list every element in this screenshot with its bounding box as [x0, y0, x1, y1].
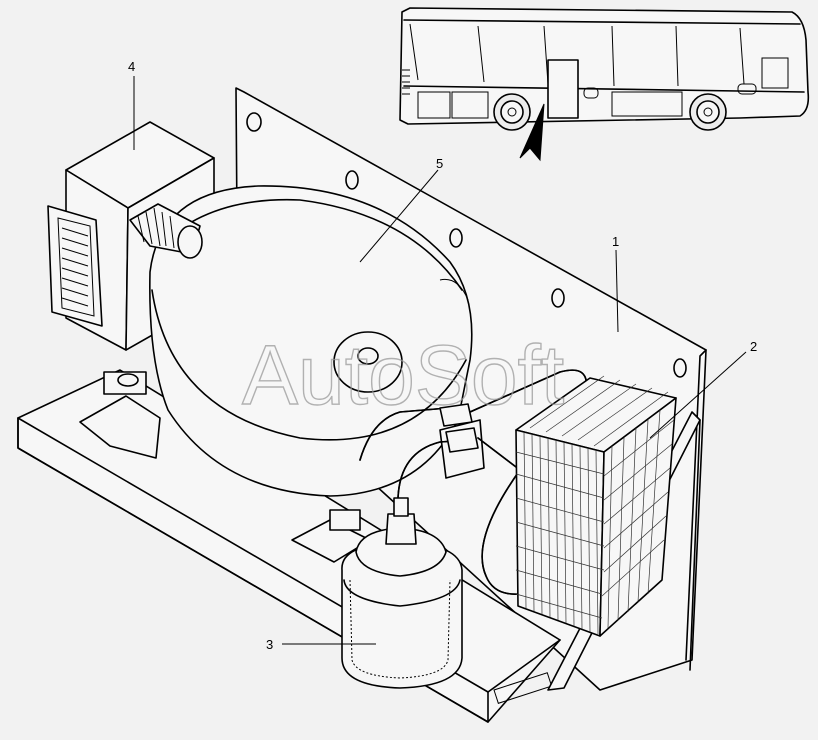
- callout-5[interactable]: 5: [359, 156, 443, 263]
- callout-label-4: 4: [128, 59, 135, 74]
- filter-drier: [341, 497, 463, 689]
- callout-3[interactable]: 3: [266, 637, 376, 652]
- bus-front-wheel: [493, 93, 531, 131]
- compressor-dome: [79, 185, 485, 563]
- connector-plug: [47, 205, 103, 327]
- callout-2[interactable]: 2: [649, 339, 757, 439]
- condenser-grille: [515, 375, 677, 637]
- callout-label-5: 5: [436, 156, 443, 171]
- callout-label-3: 3: [266, 637, 273, 652]
- compressor-fitting: [129, 203, 203, 259]
- callout-label-1: 1: [612, 234, 619, 249]
- watermark: AutoSoft: [242, 328, 564, 422]
- relay-box: [47, 121, 215, 351]
- bus-locator-illustration: [399, 7, 810, 162]
- bus-rear-wheel: [689, 93, 727, 131]
- callout-1[interactable]: 1: [612, 234, 619, 333]
- callout-label-2: 2: [750, 339, 757, 354]
- callout-4[interactable]: 4: [128, 59, 135, 150]
- location-arrow: [519, 103, 545, 162]
